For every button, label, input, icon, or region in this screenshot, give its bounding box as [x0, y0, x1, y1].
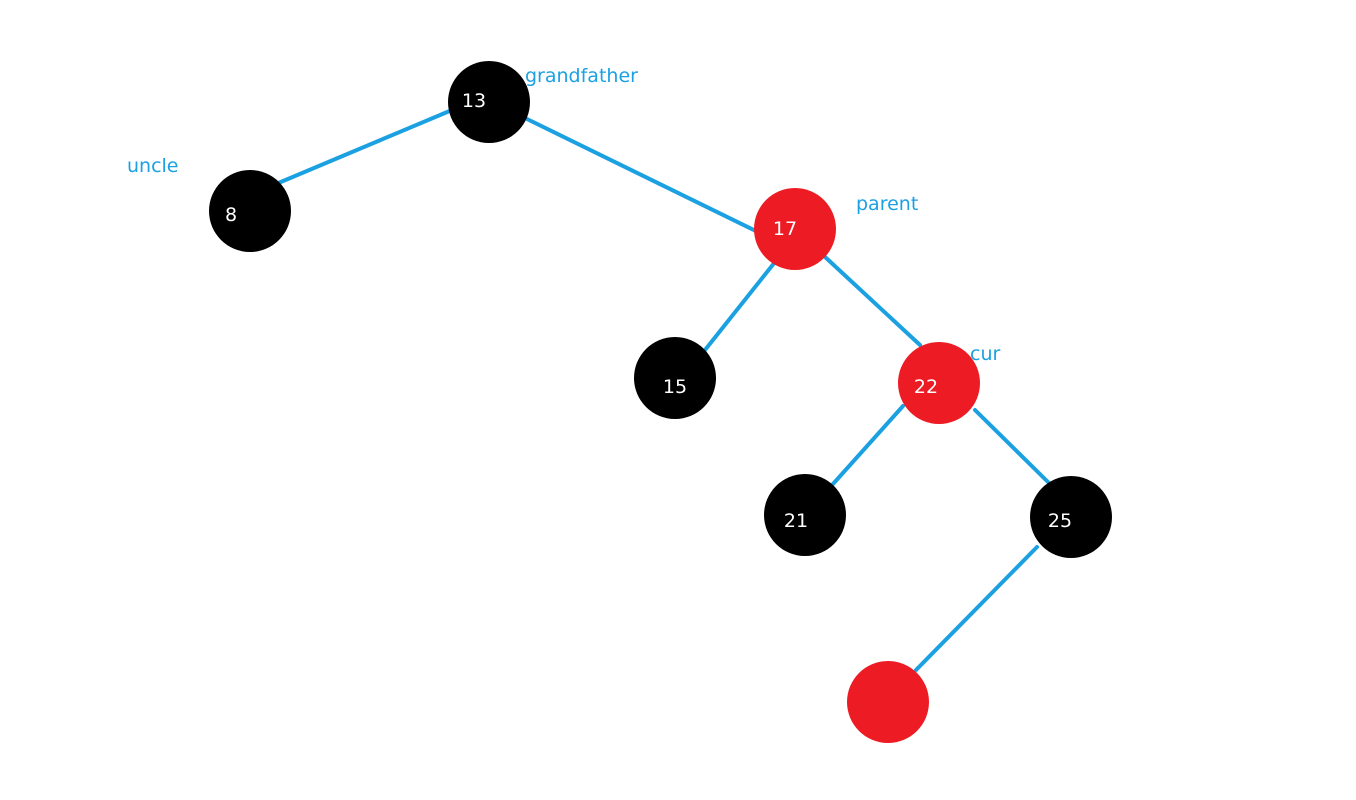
tree-node-8: 8	[209, 170, 291, 252]
edge-n17-n22	[822, 254, 922, 347]
grandfather-annotation: grandfather	[525, 65, 638, 87]
tree-node-17: 17	[754, 188, 836, 270]
cur-annotation: cur	[970, 343, 1000, 365]
tree-node-21: 21	[764, 474, 846, 556]
edge-n13-n17	[525, 117, 768, 238]
tree-node-15: 15	[634, 337, 716, 419]
annotations-layer: grandfather uncle parent cur	[127, 65, 1000, 365]
edge-n13-n8	[274, 108, 454, 186]
node-label-8: 8	[225, 204, 237, 226]
node-circle-17	[754, 188, 836, 270]
node-circle-new	[847, 661, 929, 743]
edge-n25-nNew	[914, 545, 1039, 672]
node-circle-13	[448, 61, 530, 143]
node-label-13: 13	[462, 90, 486, 112]
tree-node-new	[847, 661, 929, 743]
tree-node-13: 13	[448, 61, 530, 143]
node-label-22: 22	[914, 376, 938, 398]
node-circle-8	[209, 170, 291, 252]
node-circle-21	[764, 474, 846, 556]
node-circle-15	[634, 337, 716, 419]
uncle-annotation: uncle	[127, 155, 179, 177]
node-label-17: 17	[773, 218, 797, 240]
node-circle-22	[898, 342, 980, 424]
node-label-25: 25	[1048, 510, 1072, 532]
tree-node-22: 22	[898, 342, 980, 424]
node-circle-25	[1030, 476, 1112, 558]
edges-layer	[274, 108, 1052, 672]
edge-n17-n15	[703, 260, 777, 352]
edge-n22-n21	[831, 404, 905, 486]
tree-node-25: 25	[1030, 476, 1112, 558]
edge-n22-n25	[973, 408, 1052, 486]
node-label-21: 21	[784, 510, 808, 532]
parent-annotation: parent	[856, 193, 918, 215]
node-label-15: 15	[663, 376, 687, 398]
nodes-layer: 13 8 17 15 22 21 25	[209, 61, 1112, 743]
